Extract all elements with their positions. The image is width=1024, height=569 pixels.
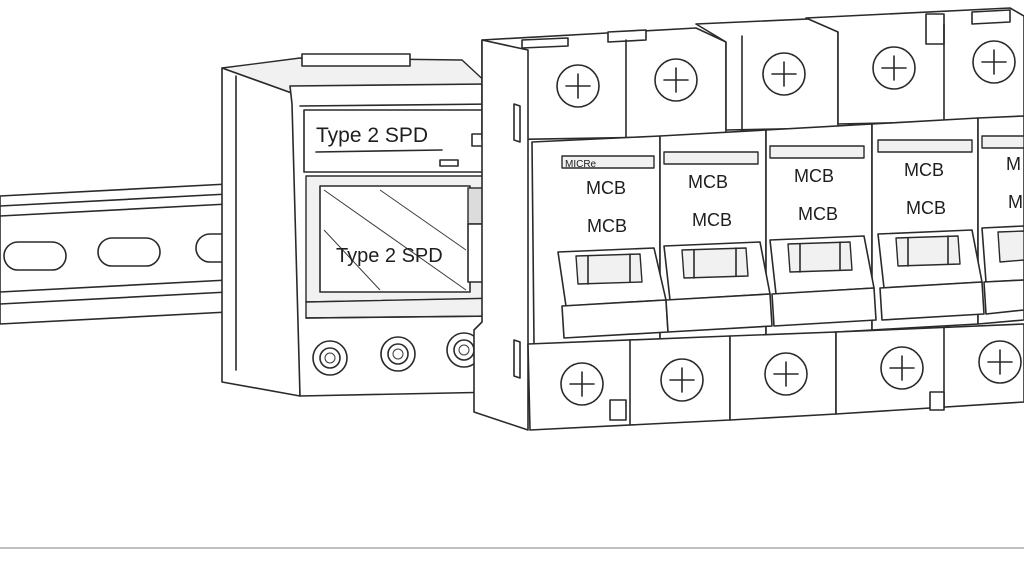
mcb-module-5: M M [981, 135, 1024, 315]
mcb-bank [473, 7, 1024, 431]
mcb-5-toggle[interactable] [997, 230, 1024, 263]
brand-mark: MICRe [565, 159, 597, 170]
mcb-4-label-2: MCB [906, 198, 946, 218]
mcb-3-label-2: MCB [798, 204, 838, 224]
spd-label-top: Type 2 SPD [316, 124, 428, 147]
mcb-4-toggle[interactable] [895, 235, 961, 267]
top-terminal-screws [556, 40, 1016, 108]
mcb-2-toggle[interactable] [681, 247, 749, 279]
mcb-2-label-1: MCB [688, 172, 728, 192]
mcb-module-4: MCB MCB [877, 139, 985, 321]
mcb-module-2: MCB MCB [663, 151, 773, 333]
mcb-1-label-1: MCB [586, 178, 626, 198]
mcb-1-toggle[interactable] [575, 253, 643, 285]
mcb-5-label-1: M [1006, 154, 1021, 174]
mcb-2-label-2: MCB [692, 210, 732, 230]
din-rail [0, 183, 237, 325]
spd-label-window: Type 2 SPD [336, 245, 443, 267]
spd-terminal-screws [312, 332, 482, 376]
mcb-3-label-1: MCB [794, 166, 834, 186]
mcb-1-label-2: MCB [587, 216, 627, 236]
spd-slot [439, 159, 459, 167]
mcb-5-label-2: M [1008, 192, 1023, 212]
spd-module: Type 2 SPD Type 2 SPD [221, 53, 515, 397]
mcb-4-label-1: MCB [904, 160, 944, 180]
mcb-module-3: MCB MCB [769, 145, 877, 327]
mcb-3-toggle[interactable] [787, 241, 853, 273]
bottom-terminal-screws [560, 340, 1022, 406]
